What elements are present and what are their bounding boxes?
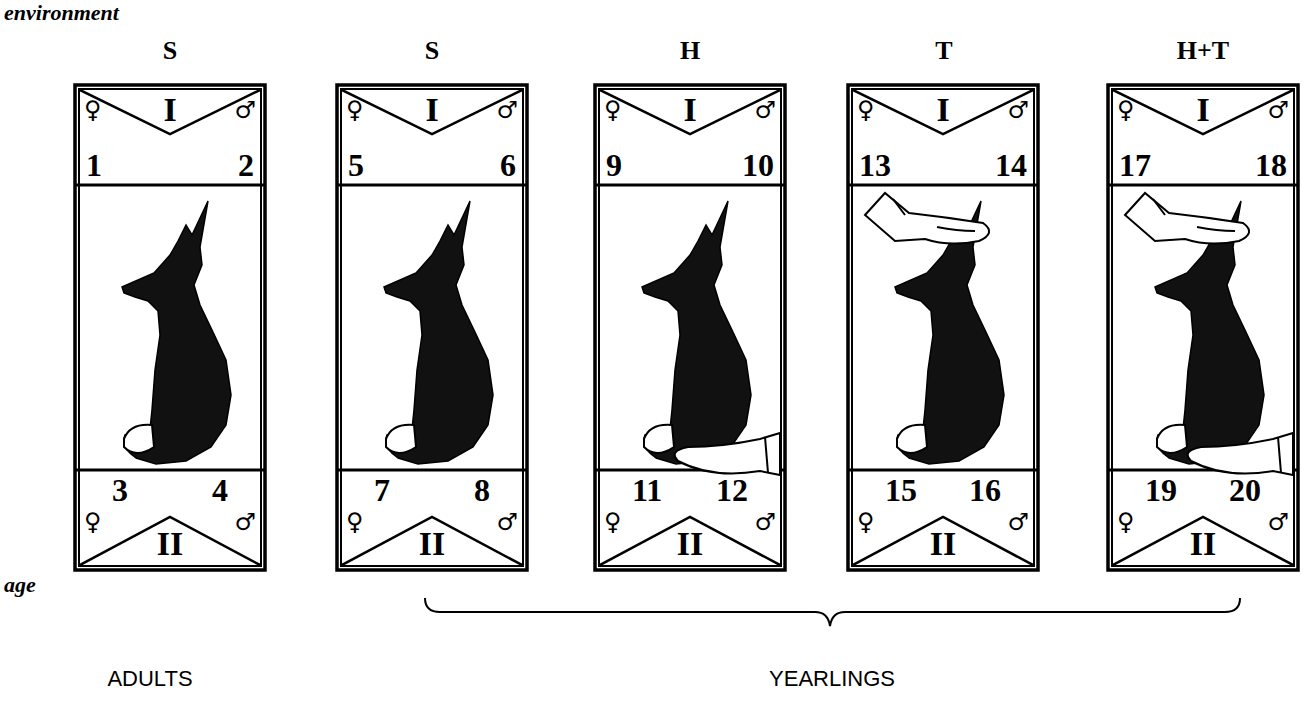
top-compartment: I ♀ ♂ 5 6 xyxy=(342,90,522,185)
sex-symbol: ♂ xyxy=(754,510,776,534)
bottom-compartment: 3 4 ♀ ♂ II xyxy=(80,470,260,565)
environment-code: T xyxy=(935,38,952,64)
sex-symbol: ♀ xyxy=(857,98,875,122)
age-class-mark: I xyxy=(683,93,696,127)
touching-hand xyxy=(1125,193,1249,244)
group-number: 18 xyxy=(1255,149,1287,181)
group-label: ADULTS xyxy=(107,668,192,690)
panel-frame xyxy=(75,85,265,570)
touching-hand xyxy=(865,193,989,244)
fox-silhouette xyxy=(122,201,231,464)
top-compartment: I ♀ ♂ 17 18 xyxy=(1113,90,1293,185)
group-number: 20 xyxy=(1229,474,1261,506)
age-class-mark: I xyxy=(425,93,438,127)
group-number: 19 xyxy=(1145,474,1177,506)
sex-symbol: ♀ xyxy=(857,510,875,534)
top-compartment: I ♀ ♂ 9 10 xyxy=(600,90,780,185)
bottom-compartment: 7 8 ♀ ♂ II xyxy=(342,470,522,565)
holding-hand xyxy=(675,433,780,475)
age-class-mark: II xyxy=(1190,527,1216,561)
group-brace xyxy=(425,598,1240,626)
environment-code: H+T xyxy=(1177,38,1229,64)
bottom-compartment: 15 16 ♀ ♂ II xyxy=(853,470,1033,565)
group-number: 2 xyxy=(238,149,254,181)
age-class-mark: II xyxy=(419,527,445,561)
age-class-mark: II xyxy=(930,527,956,561)
sex-symbol: ♀ xyxy=(1117,510,1135,534)
group-number: 11 xyxy=(632,474,662,506)
sex-symbol: ♂ xyxy=(1007,510,1029,534)
fox-silhouette xyxy=(384,201,493,464)
group-number: 14 xyxy=(995,149,1027,181)
group-number: 8 xyxy=(474,474,490,506)
group-number: 4 xyxy=(212,474,228,506)
holding-hand xyxy=(1188,433,1293,475)
fox-silhouette xyxy=(865,193,1004,464)
group-number: 15 xyxy=(885,474,917,506)
sex-symbol: ♂ xyxy=(234,510,256,534)
sex-symbol: ♀ xyxy=(84,98,102,122)
sex-symbol: ♂ xyxy=(496,510,518,534)
sex-symbol: ♀ xyxy=(346,98,364,122)
environment-code: S xyxy=(425,38,439,64)
age-class-mark: I xyxy=(1196,93,1209,127)
sex-symbol: ♀ xyxy=(1117,98,1135,122)
fox-silhouette xyxy=(642,201,780,475)
sex-symbol: ♂ xyxy=(1267,510,1289,534)
axis-title: environment xyxy=(4,2,119,24)
environment-code: S xyxy=(163,38,177,64)
group-number: 6 xyxy=(500,149,516,181)
group-number: 10 xyxy=(742,149,774,181)
fox-silhouette xyxy=(1125,193,1293,475)
sex-symbol: ♂ xyxy=(234,98,256,122)
age-class-mark: II xyxy=(677,527,703,561)
sex-symbol: ♂ xyxy=(496,98,518,122)
sex-symbol: ♀ xyxy=(604,510,622,534)
top-compartment: I ♀ ♂ 13 14 xyxy=(853,90,1033,185)
sex-symbol: ♂ xyxy=(754,98,776,122)
age-class-mark: I xyxy=(936,93,949,127)
sex-symbol: ♀ xyxy=(346,510,364,534)
age-class-mark: I xyxy=(163,93,176,127)
environment-code: H xyxy=(680,38,700,64)
sex-symbol: ♀ xyxy=(84,510,102,534)
sex-symbol: ♂ xyxy=(1007,98,1029,122)
panel-frame xyxy=(1108,85,1298,570)
group-number: 1 xyxy=(86,149,102,181)
sex-symbol: ♀ xyxy=(604,98,622,122)
group-label: YEARLINGS xyxy=(769,668,895,690)
bottom-compartment: 19 20 ♀ ♂ II xyxy=(1113,470,1293,565)
group-number: 16 xyxy=(969,474,1001,506)
panel-frame xyxy=(337,85,527,570)
panel-frame xyxy=(848,85,1038,570)
group-number: 3 xyxy=(112,474,128,506)
group-number: 12 xyxy=(716,474,748,506)
axis-title: age xyxy=(4,574,36,596)
group-number: 5 xyxy=(348,149,364,181)
top-compartment: I ♀ ♂ 1 2 xyxy=(80,90,260,185)
group-number: 9 xyxy=(606,149,622,181)
group-number: 7 xyxy=(374,474,390,506)
sex-symbol: ♂ xyxy=(1267,98,1289,122)
group-number: 17 xyxy=(1119,149,1151,181)
age-class-mark: II xyxy=(157,527,183,561)
bottom-compartment: 11 12 ♀ ♂ II xyxy=(600,470,780,565)
panel-frame xyxy=(595,85,785,570)
group-number: 13 xyxy=(859,149,891,181)
